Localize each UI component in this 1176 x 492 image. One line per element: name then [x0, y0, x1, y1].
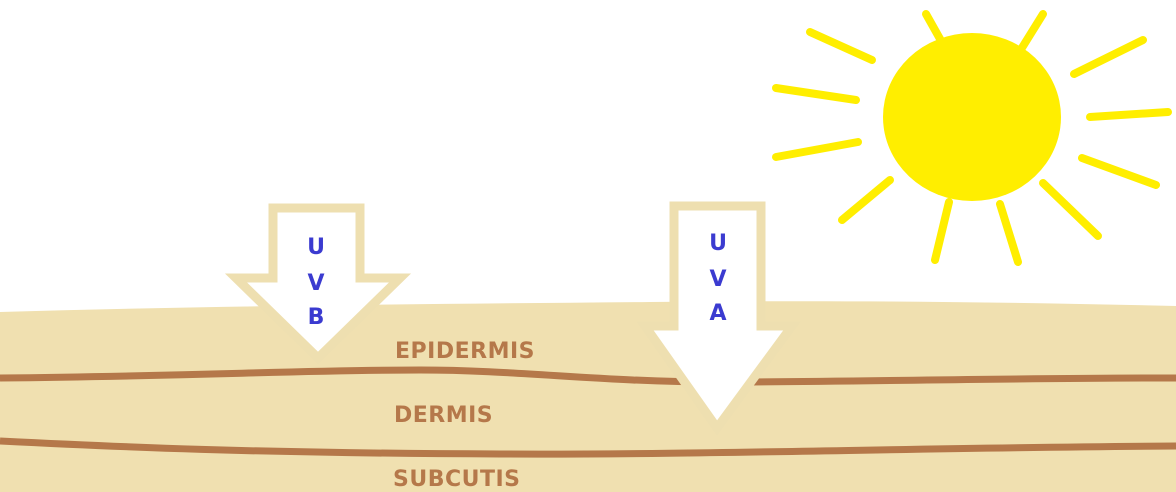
sun-ray — [842, 180, 890, 220]
uvb-letter-b: B — [308, 305, 325, 330]
uva-letter-a: A — [709, 301, 726, 326]
subcutis-label: SUBCUTIS — [393, 467, 521, 492]
sun-ray — [1043, 183, 1098, 236]
uvb-letter-v: V — [307, 271, 324, 296]
sun-ray — [776, 88, 856, 100]
epidermis-label: EPIDERMIS — [395, 339, 535, 364]
sun-ray — [1000, 204, 1018, 262]
sun-ray — [1082, 158, 1156, 185]
uva-letter-v: V — [709, 267, 726, 292]
uva-letter-u: U — [709, 231, 727, 256]
sun-disc — [883, 33, 1061, 201]
sun-ray — [935, 202, 949, 260]
skin-area — [0, 301, 1176, 492]
sun-ray — [1090, 112, 1168, 117]
sun-ray — [1074, 40, 1143, 74]
sun-ray — [1020, 14, 1043, 51]
sun-ray — [776, 142, 858, 157]
uvb-letter-u: U — [307, 235, 325, 260]
sun-icon — [776, 14, 1168, 262]
dermis-label: DERMIS — [394, 403, 493, 428]
sun-ray — [810, 32, 872, 60]
